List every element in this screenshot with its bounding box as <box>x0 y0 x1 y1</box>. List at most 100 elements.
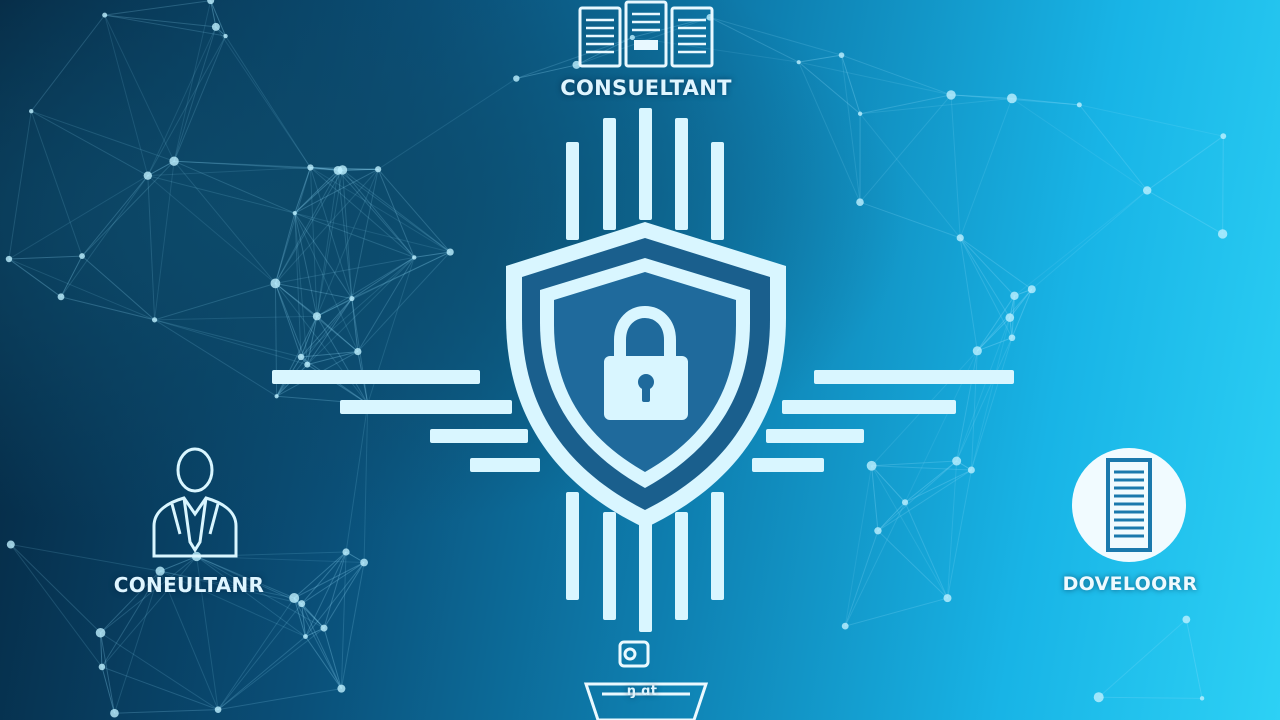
network-link <box>305 636 342 689</box>
network-link <box>210 0 226 37</box>
shield-lock-icon <box>272 108 1014 632</box>
network-link <box>316 256 415 317</box>
network-node <box>866 460 877 471</box>
network-link <box>173 26 217 162</box>
network-link <box>10 544 161 572</box>
network-link <box>871 465 906 503</box>
network-node <box>155 566 165 576</box>
network-link <box>301 562 365 605</box>
network-link <box>147 166 311 177</box>
network-link <box>377 168 451 253</box>
network-node <box>446 248 454 256</box>
network-link <box>294 168 379 214</box>
network-node <box>972 346 982 356</box>
network-link <box>323 562 365 629</box>
network-link <box>174 160 343 171</box>
network-node <box>169 156 179 166</box>
network-link <box>844 465 873 627</box>
network-link <box>970 317 1011 471</box>
network-link <box>301 551 347 604</box>
network-link <box>8 255 83 260</box>
network-link <box>345 403 369 553</box>
network-link <box>959 237 1015 297</box>
network-link <box>959 237 1011 318</box>
network-node <box>943 594 952 603</box>
network-link <box>174 160 311 168</box>
network-link <box>323 627 342 689</box>
network-node <box>57 293 65 301</box>
network-link <box>225 35 311 168</box>
network-link <box>196 555 295 599</box>
network-node <box>412 255 417 260</box>
network-link <box>357 257 415 352</box>
network-link <box>1011 97 1080 106</box>
network-link <box>160 570 302 605</box>
network-link <box>841 54 861 114</box>
network-link <box>316 316 369 405</box>
network-node <box>6 540 15 549</box>
network-link <box>316 298 353 317</box>
network-link <box>871 465 948 599</box>
network-node <box>110 708 119 718</box>
network-link <box>30 110 149 177</box>
network-link <box>976 295 1015 352</box>
network-link <box>340 562 365 689</box>
network-link <box>274 213 296 284</box>
network-link <box>377 169 415 258</box>
network-node <box>333 166 343 175</box>
network-link <box>196 556 219 710</box>
network-node <box>1143 186 1152 195</box>
network-node <box>214 706 222 713</box>
network-link <box>1222 136 1224 234</box>
network-node <box>143 171 153 180</box>
network-link <box>147 35 226 176</box>
network-link <box>844 530 879 627</box>
network-link <box>337 170 415 258</box>
network-link <box>294 212 415 258</box>
network-link <box>217 636 306 711</box>
network-link <box>114 709 219 714</box>
network-link <box>210 0 217 28</box>
network-link <box>81 175 149 257</box>
network-link <box>1011 289 1033 338</box>
network-link <box>8 258 155 321</box>
network-node <box>289 592 300 603</box>
network-link <box>8 175 149 260</box>
network-link <box>81 160 175 257</box>
network-link <box>976 317 1011 352</box>
network-link <box>351 251 451 300</box>
network-link <box>154 282 276 321</box>
server-tower-icon <box>1072 448 1186 562</box>
network-link <box>310 166 339 171</box>
network-link <box>100 632 103 667</box>
network-link <box>294 212 359 352</box>
network-link <box>100 570 161 634</box>
network-node <box>1076 102 1082 108</box>
network-node <box>1008 334 1016 342</box>
network-link <box>357 251 451 352</box>
network-node <box>95 627 106 638</box>
network-link <box>10 544 103 668</box>
network-node <box>874 527 882 535</box>
network-link <box>60 255 83 298</box>
network-link <box>1146 189 1223 235</box>
network-link <box>154 161 175 320</box>
network-node <box>223 33 228 39</box>
network-link <box>841 54 952 96</box>
network-link <box>841 55 861 203</box>
network-link <box>342 169 451 253</box>
network-link <box>323 551 347 629</box>
network-link <box>316 315 359 352</box>
network-node <box>1010 291 1019 300</box>
network-node <box>375 166 382 173</box>
network-link <box>60 296 155 321</box>
network-node <box>342 548 350 556</box>
network-node <box>967 466 975 474</box>
network-link <box>81 255 155 321</box>
network-link <box>147 175 156 320</box>
network-node <box>1199 696 1205 701</box>
server-rack-icon <box>578 0 714 68</box>
network-link <box>307 351 358 366</box>
network-link <box>215 26 311 168</box>
network-link <box>306 257 415 365</box>
